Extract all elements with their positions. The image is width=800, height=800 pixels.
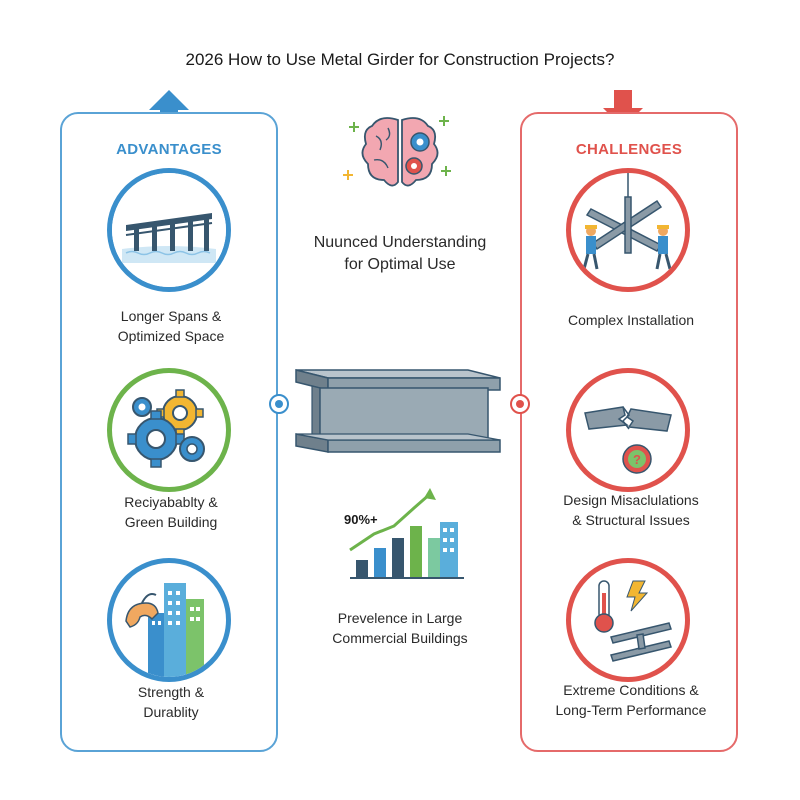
advantages-connector <box>269 394 289 414</box>
down-arrow-icon <box>603 90 643 128</box>
challenge-label-2: Design Misaclulations & Structural Issue… <box>563 492 699 528</box>
challenges-connector <box>510 394 530 414</box>
advantage-label-2: Reciyabablty & Green Building <box>124 494 218 530</box>
challenges-panel: CHALLENGES <box>520 112 738 752</box>
svg-text:?: ? <box>633 452 641 467</box>
advantages-heading: ADVANTAGES <box>116 141 222 158</box>
challenges-heading: CHALLENGES <box>575 141 683 158</box>
bridge-icon <box>107 168 231 292</box>
challenge-label-3: Extreme Conditions & Long-Term Performan… <box>555 682 707 718</box>
strong-building-icon <box>107 558 231 682</box>
steel-i-beam-icon <box>295 369 501 453</box>
brain-gears-icon <box>343 116 451 187</box>
thermometer-beam-icon <box>566 558 690 682</box>
broken-beam-icon: ? <box>566 368 690 492</box>
workers-lifting-beams-icon <box>566 168 690 292</box>
gears-icon <box>107 368 231 492</box>
challenge-label-1: Complex Installation <box>567 312 695 328</box>
advantage-label-3: Strength & Durablity <box>137 684 205 720</box>
up-arrow-icon <box>149 90 189 128</box>
prevalence-stat: 90%+ <box>344 512 378 527</box>
advantage-label-1: Longer Spans & Optimized Space <box>117 308 225 344</box>
page-title: 2026 How to Use Metal Girder for Constru… <box>185 50 615 69</box>
center-top-text: Nuunced Understanding for Optimal Use <box>313 234 487 273</box>
growth-chart-icon <box>349 488 464 579</box>
center-bottom-text: Prevelence in Large Commercial Buildings <box>332 610 468 646</box>
advantages-panel: ADVANTAGES Longer Spans & Optimized Spac… <box>60 112 278 752</box>
